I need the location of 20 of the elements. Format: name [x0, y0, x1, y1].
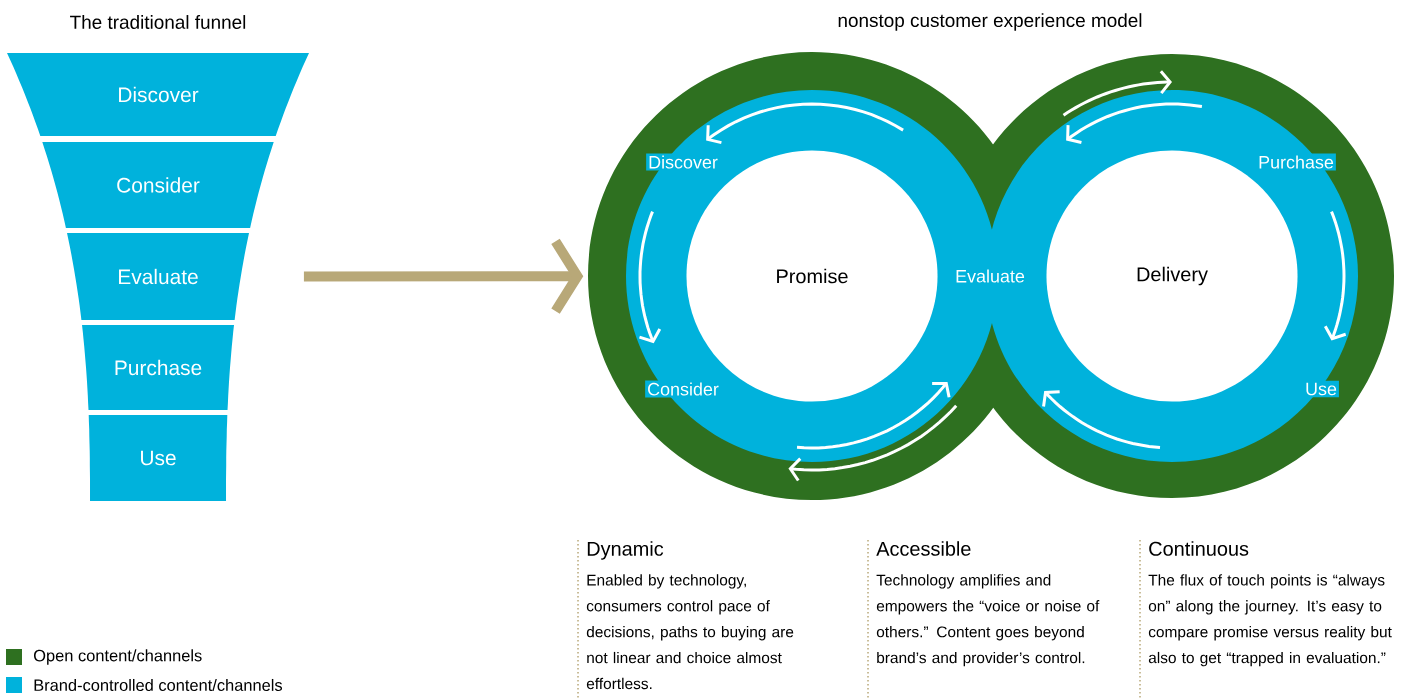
funnel-band: Evaluate	[67, 233, 249, 320]
column-heading: Dynamic	[587, 541, 664, 560]
column-heading: Accessible	[876, 541, 971, 556]
legend-label: Brand-controlled content/channels	[34, 678, 283, 691]
legend-label: Open content/channels	[34, 649, 202, 665]
column-text: Enabled by technology, consumers control pace of decisions, paths to buying are not linear and choice almost effortless.	[586, 574, 794, 690]
stage-label: Purchase	[1256, 153, 1336, 171]
funnel-band: Purchase	[82, 325, 234, 410]
funnel-band: Use	[88, 415, 228, 501]
column-heading: Continuous	[1149, 541, 1249, 556]
stage-label: Consider	[645, 380, 721, 398]
arrow	[303, 238, 584, 314]
heading: nonstop customer experience model	[838, 13, 1142, 31]
funnel-band: Consider	[42, 142, 274, 228]
funnel-band: Discover	[7, 53, 309, 136]
stage-label: Evaluate	[953, 267, 1027, 285]
stage-label: Discover	[646, 153, 720, 171]
column-text: Technology amplifies and empowers the “voice or noise of others.” Content goes beyond brand’s and provider’s control.	[876, 574, 1100, 667]
heading: The traditional funnel	[70, 15, 246, 29]
column-text: The flux of touch points is “always on” along the journey. It’s easy to compare promise versus reality but also to get “trapped in evaluation.”	[1148, 574, 1392, 667]
